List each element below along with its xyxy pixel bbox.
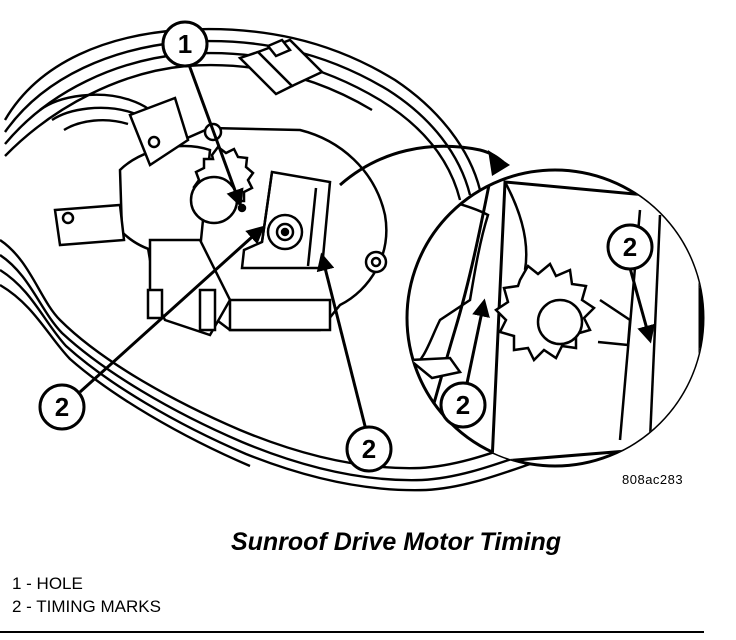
legend: 1 - HOLE 2 - TIMING MARKS bbox=[12, 572, 161, 618]
callout-2a-number: 2 bbox=[55, 392, 69, 422]
callout-2d-number: 2 bbox=[623, 232, 637, 262]
bottom-divider bbox=[0, 631, 704, 633]
callout-2d: 2 bbox=[606, 223, 654, 271]
legend-item-timing-marks: 2 - TIMING MARKS bbox=[12, 597, 161, 616]
callout-1-number: 1 bbox=[178, 29, 192, 59]
callout-2c: 2 bbox=[439, 381, 487, 429]
figure-code: 808ac283 bbox=[622, 472, 684, 487]
wire-harness bbox=[0, 27, 537, 492]
figure-caption: Sunroof Drive Motor Timing bbox=[230, 528, 562, 556]
leader-lines bbox=[78, 61, 655, 431]
callout-2b-number: 2 bbox=[362, 434, 376, 464]
legend-item-hole: 1 - HOLE bbox=[12, 574, 83, 593]
callout-1: 1 bbox=[161, 20, 209, 68]
motor-timing-illustration: 1 2 2 2 2 bbox=[0, 20, 705, 492]
callout-2c-number: 2 bbox=[456, 390, 470, 420]
harness-connector bbox=[237, 38, 325, 96]
detail-arrowhead bbox=[488, 150, 510, 176]
callout-2b: 2 bbox=[345, 425, 393, 473]
callout-2a: 2 bbox=[38, 383, 86, 431]
